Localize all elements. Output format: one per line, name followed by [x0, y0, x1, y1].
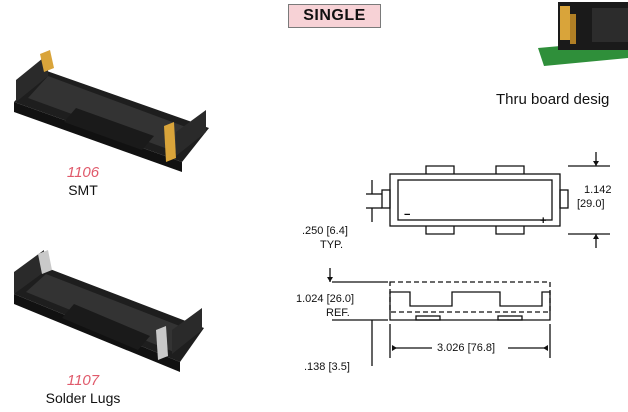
part-number-1106: 1106 [66, 164, 100, 181]
dim-side-height: 1.024 [26.0] [296, 293, 355, 305]
part-desc-1106: SMT [68, 182, 98, 198]
thru-board-image [538, 2, 628, 66]
side-view-drawing [327, 268, 551, 366]
part-number-1107: 1107 [66, 372, 100, 389]
top-view-drawing: − + [366, 152, 610, 248]
part-desc-1107: Solder Lugs [45, 390, 121, 406]
dim-height-mm: [29.0] [577, 198, 605, 210]
dim-side-note: REF. [326, 307, 350, 319]
minus-terminal-label: − [404, 209, 410, 221]
thru-board-caption: Thru board desig [496, 91, 610, 108]
dim-length: 3.026 [76.8] [437, 342, 496, 354]
dim-lug-width: .250 [6.4] [302, 225, 348, 237]
dim-base: .138 [3.5] [304, 361, 350, 373]
holder-1107-image [14, 250, 204, 372]
single-badge: SINGLE [288, 4, 381, 28]
dim-height: 1.142 [584, 184, 612, 196]
plus-terminal-label: + [540, 215, 546, 227]
dim-lug-note: TYP. [320, 239, 344, 251]
holder-1106-image [14, 50, 209, 172]
